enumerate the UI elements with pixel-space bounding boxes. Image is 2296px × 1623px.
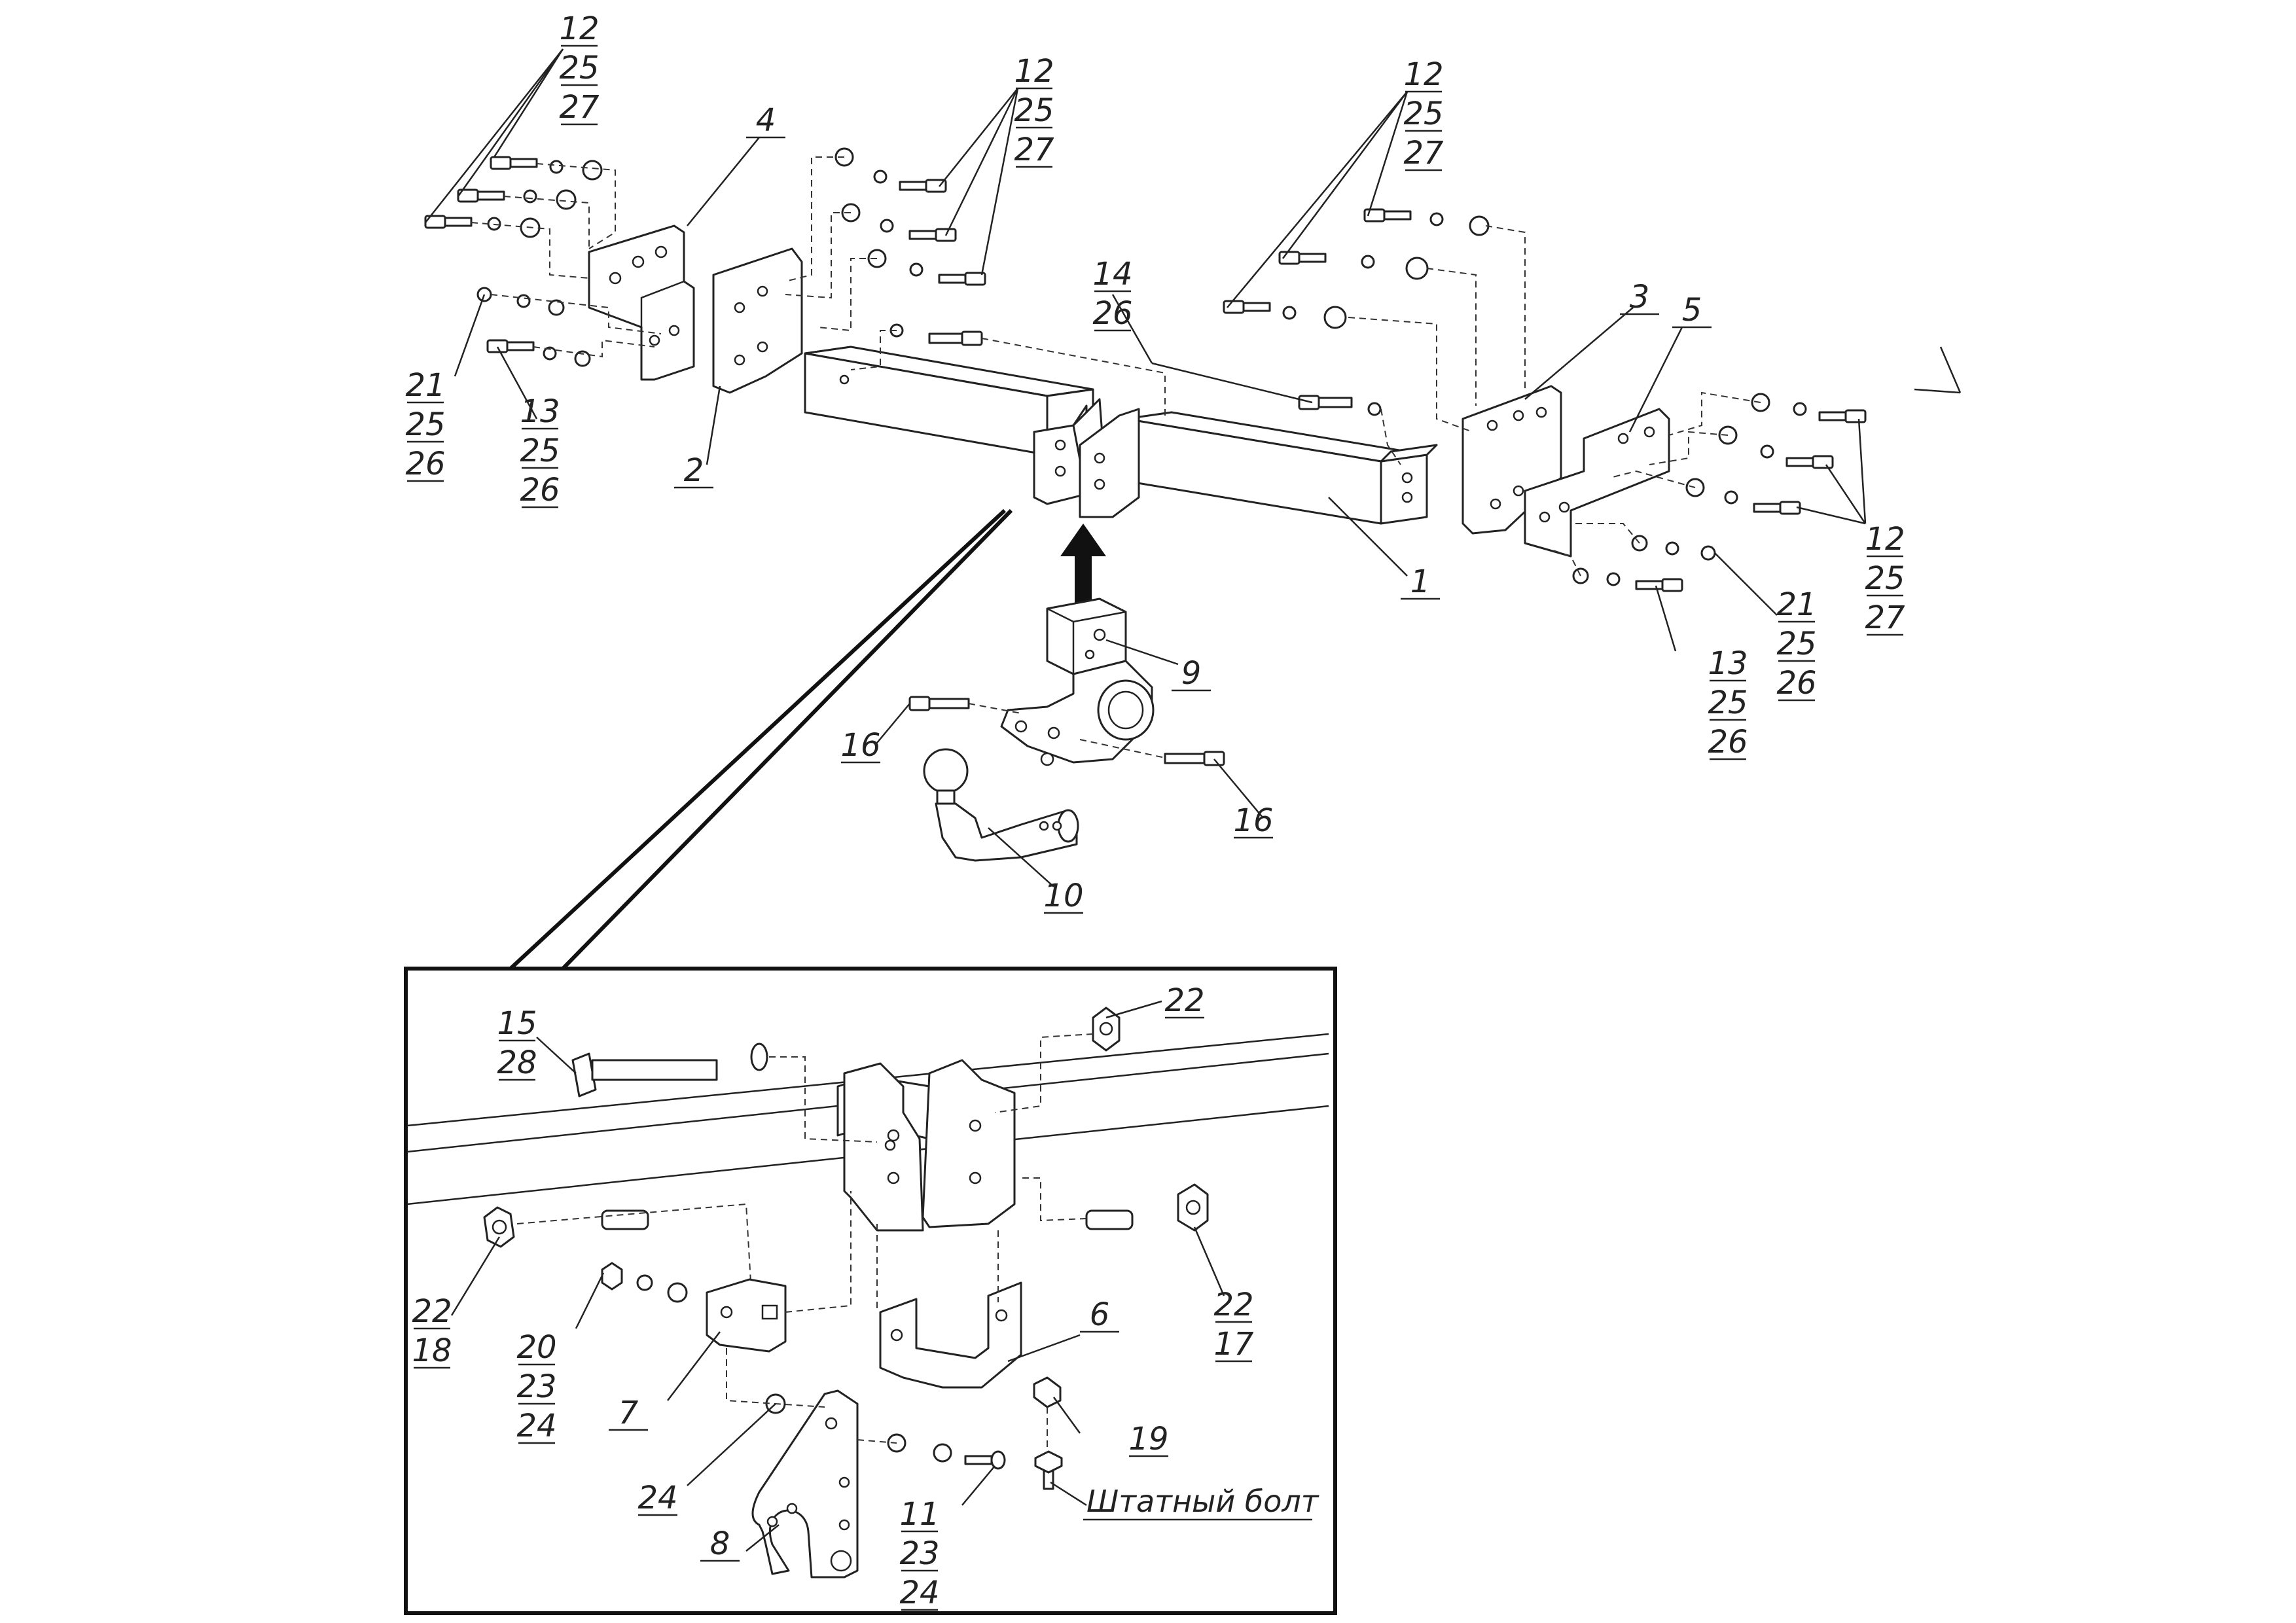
label-p22top: 22 bbox=[1164, 982, 1204, 1019]
fastener-set-right bbox=[1551, 391, 1867, 592]
callout-c_14-1: 26 bbox=[1092, 295, 1132, 332]
callout-c_tl_top-1: 25 bbox=[559, 50, 599, 86]
callout-c_tc_top-0: 12 bbox=[1014, 53, 1054, 90]
label-p5: 5 bbox=[1682, 292, 1702, 329]
part-labels: 1225271225271225271225272125261325262125… bbox=[405, 10, 1905, 1611]
bracket-part-5 bbox=[1524, 408, 1670, 558]
crossbar-part-1 bbox=[804, 346, 1438, 525]
callout-c_15-1: 28 bbox=[497, 1044, 537, 1081]
tow-ball-part-10 bbox=[923, 748, 1079, 862]
upper-leader-lines bbox=[425, 48, 1962, 887]
callout-c_13_left-2: 26 bbox=[520, 472, 560, 508]
callout-c_14-0: 14 bbox=[1092, 256, 1132, 293]
label-p7: 7 bbox=[619, 1395, 639, 1431]
label-p24: 24 bbox=[637, 1480, 677, 1516]
callout-c_21_left-0: 21 bbox=[405, 367, 445, 404]
callout-c_tc_top-2: 27 bbox=[1014, 132, 1054, 168]
bracket-part-4 bbox=[588, 224, 695, 381]
callout-c_13_right-2: 26 bbox=[1708, 724, 1748, 760]
label-p4: 4 bbox=[756, 102, 776, 139]
callout-c_tl_top-2: 27 bbox=[559, 89, 600, 126]
detail-zoom-lines bbox=[509, 508, 1013, 971]
label-p8: 8 bbox=[710, 1525, 730, 1562]
detail-view bbox=[406, 1007, 1329, 1578]
label-p6: 6 bbox=[1090, 1296, 1110, 1333]
fastener-set-upper-left bbox=[424, 156, 662, 367]
callout-c_right-2: 27 bbox=[1865, 599, 1905, 636]
callout-c_15-0: 15 bbox=[497, 1005, 537, 1042]
callout-c_tr_top-0: 12 bbox=[1403, 56, 1443, 93]
standard-bolt-note: Штатный болт bbox=[1086, 1484, 1319, 1519]
callout-c_13_right-1: 25 bbox=[1708, 685, 1748, 721]
callout-c_20-2: 24 bbox=[516, 1408, 556, 1444]
coupling-housing-part-9 bbox=[1000, 597, 1155, 766]
callout-c_tl_top-0: 12 bbox=[559, 10, 599, 47]
assembly-direction-arrow bbox=[1060, 524, 1106, 605]
label-p2: 2 bbox=[684, 452, 704, 489]
callout-c_13_left-1: 25 bbox=[520, 433, 560, 469]
callout-c_13_right-0: 13 bbox=[1708, 645, 1748, 682]
callout-c_22_18-1: 18 bbox=[412, 1332, 452, 1369]
callout-c_tr_top-2: 27 bbox=[1403, 135, 1444, 171]
callout-c_22_17-1: 17 bbox=[1213, 1326, 1254, 1363]
callout-c_11-2: 24 bbox=[899, 1575, 939, 1611]
callout-c_11-1: 23 bbox=[899, 1535, 939, 1572]
label-p16b: 16 bbox=[1233, 802, 1273, 839]
callout-c_tc_top-1: 25 bbox=[1014, 92, 1054, 129]
callout-c_22_18-0: 22 bbox=[412, 1293, 452, 1330]
callout-c_20-0: 20 bbox=[516, 1329, 556, 1366]
callout-c_right-1: 25 bbox=[1865, 560, 1905, 597]
callout-c_21_left-1: 25 bbox=[405, 406, 445, 443]
label-p19: 19 bbox=[1128, 1421, 1168, 1457]
callout-c_11-0: 11 bbox=[899, 1496, 939, 1533]
callout-c_22_17-0: 22 bbox=[1213, 1287, 1253, 1323]
label-p3: 3 bbox=[1630, 279, 1650, 315]
callout-c_21_left-2: 26 bbox=[405, 446, 445, 482]
callout-c_right-0: 12 bbox=[1865, 521, 1905, 558]
label-p10: 10 bbox=[1043, 878, 1083, 914]
label-p16a: 16 bbox=[840, 727, 880, 764]
label-p9: 9 bbox=[1181, 655, 1202, 692]
callout-c_21_right-1: 25 bbox=[1776, 626, 1816, 662]
callout-c_21_right-0: 21 bbox=[1776, 586, 1816, 623]
callout-c_tr_top-1: 25 bbox=[1403, 96, 1443, 132]
label-p1: 1 bbox=[1410, 563, 1431, 600]
callout-c_20-1: 23 bbox=[516, 1368, 556, 1405]
bracket-part-2 bbox=[712, 247, 803, 394]
fastener-set-upper-right bbox=[1223, 208, 1526, 465]
callout-c_13_left-0: 13 bbox=[520, 393, 560, 430]
bolts-part-16 bbox=[908, 696, 1225, 766]
detail-leader-lines bbox=[450, 1000, 1225, 1552]
callout-c_21_right-2: 26 bbox=[1776, 665, 1816, 702]
